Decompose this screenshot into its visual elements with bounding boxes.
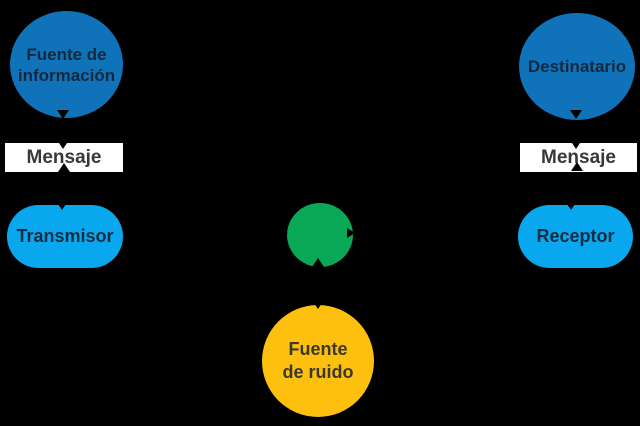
information-source-label-line1: Fuente de bbox=[26, 44, 107, 64]
node-information-source: Fuente de información bbox=[10, 11, 123, 118]
arrow-stub-destination-bottom bbox=[570, 110, 582, 119]
destination-label: Destinatario bbox=[527, 56, 627, 76]
arrowhead-transmitter-top bbox=[56, 201, 68, 210]
arrow-stub-message-left-bottom bbox=[58, 163, 70, 172]
arrowhead-receiver-top bbox=[565, 201, 577, 210]
node-transmitter: Transmisor bbox=[7, 205, 123, 268]
noise-source-label: Fuente de ruido bbox=[283, 338, 354, 384]
message-left-label: Mensaje bbox=[26, 146, 102, 168]
node-channel bbox=[287, 203, 353, 267]
arrowhead-message-right-top bbox=[570, 140, 582, 149]
information-source-label: Fuente de información bbox=[18, 44, 115, 86]
node-destination: Destinatario bbox=[519, 13, 635, 120]
arrow-stub-channel-right bbox=[347, 228, 355, 238]
node-receiver: Receptor bbox=[518, 205, 633, 268]
message-right-label: Mensaje bbox=[541, 146, 616, 168]
arrow-stub-information-source-bottom bbox=[57, 110, 69, 119]
receiver-label: Receptor bbox=[536, 226, 615, 246]
arrow-stub-message-right-bottom bbox=[571, 162, 583, 171]
arrowhead-message-left-top bbox=[57, 140, 69, 149]
node-noise-source: Fuente de ruido bbox=[262, 305, 374, 417]
arrow-stub-noise-source-top bbox=[312, 300, 324, 309]
noise-source-label-line1: Fuente bbox=[288, 339, 348, 359]
information-source-label-line2: información bbox=[17, 65, 116, 85]
transmitter-label: Transmisor bbox=[16, 226, 114, 246]
arrowhead-channel-bottom bbox=[312, 258, 324, 267]
arrowhead-channel-left bbox=[280, 228, 288, 238]
noise-source-label-line2: de ruido bbox=[282, 362, 354, 382]
